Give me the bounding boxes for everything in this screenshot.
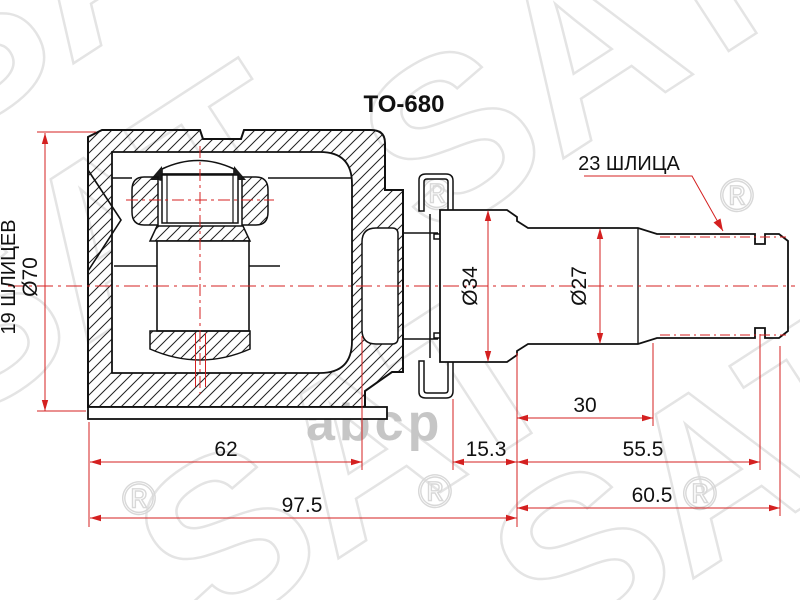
registered-mark-icon: ® bbox=[720, 169, 754, 221]
roller-right bbox=[241, 176, 269, 226]
spline-root-lines bbox=[660, 236, 786, 336]
dim-lines bbox=[44, 133, 780, 519]
hub-bottom-cap bbox=[149, 330, 251, 361]
extension-lines bbox=[37, 131, 781, 527]
registered-mark-icon: ® bbox=[122, 472, 156, 524]
registered-mark-icon: ® bbox=[683, 467, 717, 519]
stem-surface-lines bbox=[403, 214, 438, 358]
roller-left bbox=[131, 176, 159, 226]
hub-spline-hidden-lines bbox=[195, 333, 206, 387]
registered-mark-icon: ® bbox=[418, 465, 452, 517]
dim-30-label: 30 bbox=[573, 394, 596, 417]
mouth-groove-lines bbox=[87, 169, 122, 272]
retainer-dome bbox=[161, 159, 235, 175]
dim-97-5-label: 97.5 bbox=[282, 494, 323, 517]
housing-section bbox=[87, 129, 438, 420]
dim-60-5-label: 60.5 bbox=[632, 484, 673, 507]
dim-arrowheads bbox=[41, 133, 780, 522]
dim-62-label: 62 bbox=[214, 438, 237, 461]
center-lines bbox=[8, 146, 795, 394]
dim-dia27-label: Ø27 bbox=[568, 266, 591, 306]
dim-55-5-label: 55.5 bbox=[623, 438, 664, 461]
dim-15-3-label: 15.3 bbox=[466, 438, 507, 461]
housing-flange-plate bbox=[87, 406, 388, 420]
dim-dia34-label: Ø34 bbox=[459, 266, 482, 306]
trunnion-inner-lines bbox=[166, 175, 234, 223]
dimensions: 62 97.5 15.3 55.5 30 60.5 Ø34 Ø27 Ø70 19… bbox=[0, 131, 781, 527]
stem-bore-recess bbox=[361, 227, 399, 345]
dim-dia70-label: Ø70 bbox=[19, 257, 42, 297]
hub-splines-label: 19 ШЛИЦЕВ bbox=[0, 219, 20, 334]
shaft-splines-label: 23 ШЛИЦА bbox=[578, 153, 680, 175]
spline-leader-line bbox=[584, 175, 724, 232]
shaft-outline bbox=[439, 209, 789, 363]
track-shoulder-lines bbox=[112, 177, 352, 267]
part-number: TO-680 bbox=[364, 91, 445, 118]
